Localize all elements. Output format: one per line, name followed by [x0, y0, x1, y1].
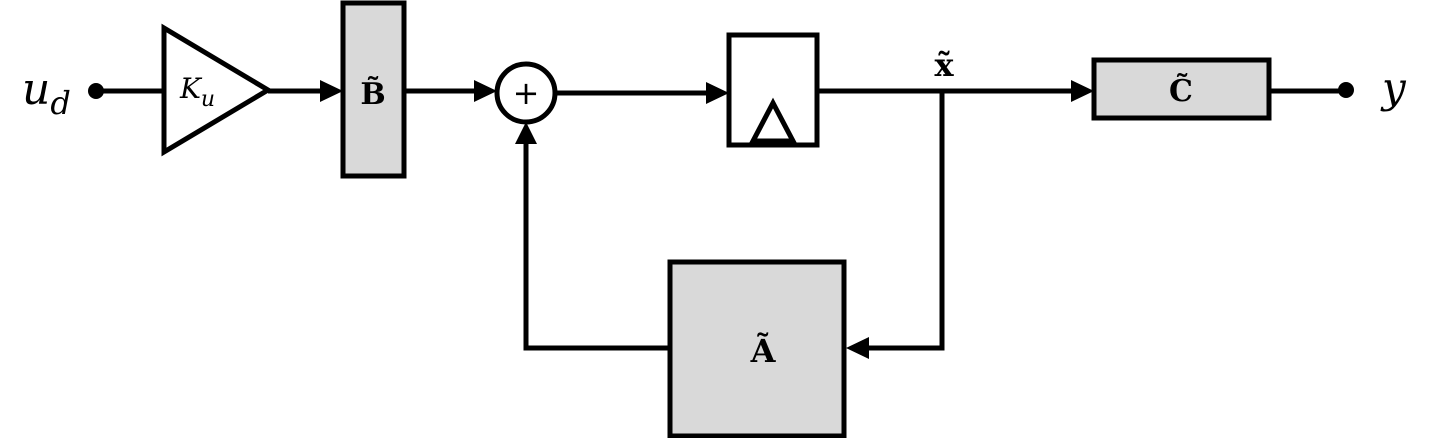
state-label: x̃ [934, 46, 954, 84]
b-matrix-label: B̃ [360, 77, 385, 112]
arrow-into-b [320, 80, 343, 102]
delta-icon [748, 97, 798, 144]
arrow-into-sum-bottom [515, 122, 537, 144]
arrow-into-a [846, 337, 869, 359]
sum-symbol: + [513, 74, 540, 112]
arrow-into-c [1071, 80, 1094, 102]
gain-block [161, 23, 273, 157]
output-node [1338, 82, 1354, 98]
c-matrix-label: C̃ [1169, 74, 1193, 109]
a-matrix-label: Ã [750, 332, 777, 370]
a-matrix-block [667, 259, 847, 438]
gain-label: Ku [179, 72, 215, 112]
arrow-into-sum [474, 80, 497, 102]
arrow-into-delay [706, 82, 729, 104]
input-label: ud [22, 64, 71, 122]
wire-feedback-branch [867, 91, 945, 351]
output-label: y [1380, 63, 1407, 112]
wire-a-sum [523, 144, 670, 351]
